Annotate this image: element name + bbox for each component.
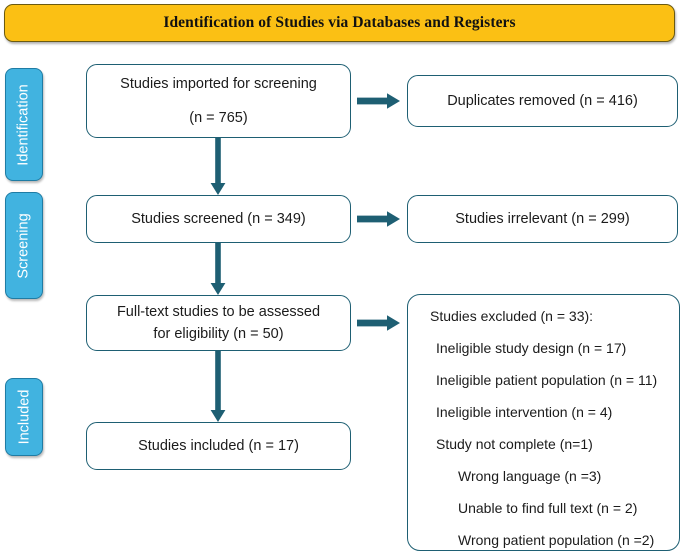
excluded-reason-6: Wrong patient population (n =2): [458, 532, 655, 548]
excluded-reason-1: Ineligible patient population (n = 11): [436, 372, 658, 388]
stage-tab-identification: Identification: [5, 68, 43, 181]
box-studies-irrelevant-line1: Studies irrelevant (n = 299): [455, 210, 630, 227]
arrow-down-icon-imported-to-screened: [207, 138, 229, 196]
box-fulltext-assessed-line1: Full-text studies to be assessed: [116, 303, 321, 320]
excluded-reason-0: Ineligible study design (n = 17): [436, 340, 627, 356]
arrow-right-icon-to-excluded: [357, 313, 401, 333]
box-studies-excluded: Studies excluded (n = 33): Ineligible st…: [407, 294, 680, 551]
excluded-reason-3: Study not complete (n=1): [436, 436, 593, 452]
excluded-heading: Studies excluded (n = 33):: [430, 308, 594, 324]
header-banner: Identification of Studies via Databases …: [4, 4, 675, 42]
excluded-reason-4: Wrong language (n =3): [458, 468, 602, 484]
excluded-reason-2: Ineligible intervention (n = 4): [436, 404, 613, 420]
arrow-right-icon-to-irrelevant: [357, 209, 401, 229]
box-studies-irrelevant: Studies irrelevant (n = 299): [407, 195, 678, 243]
stage-tab-included-label: Included: [16, 389, 33, 445]
arrow-right-icon-to-duplicates: [357, 91, 401, 111]
arrow-down-icon-screened-to-fulltext: [207, 243, 229, 296]
stage-tab-included: Included: [5, 378, 43, 456]
arrow-down-icon-fulltext-to-included: [207, 351, 229, 423]
box-fulltext-assessed-line2: for eligibility (n = 50): [153, 326, 284, 342]
box-fulltext-assessed: Full-text studies to be assessed for eli…: [86, 295, 351, 351]
box-studies-included: Studies included (n = 17): [86, 422, 351, 470]
box-duplicates-removed-line1: Duplicates removed (n = 416): [447, 92, 638, 109]
box-duplicates-removed: Duplicates removed (n = 416): [407, 75, 678, 127]
stage-tab-identification-label: Identification: [16, 83, 33, 166]
header-title: Identification of Studies via Databases …: [163, 14, 516, 31]
box-studies-imported-line1: Studies imported for screening: [120, 75, 317, 92]
box-studies-included-line1: Studies included (n = 17): [138, 437, 299, 454]
box-studies-imported-line2: (n = 765): [189, 110, 248, 126]
box-studies-imported: Studies imported for screening (n = 765): [86, 64, 351, 138]
box-studies-screened: Studies screened (n = 349): [86, 195, 351, 243]
box-studies-screened-line1: Studies screened (n = 349): [131, 210, 306, 227]
stage-tab-screening: Screening: [5, 192, 43, 299]
stage-tab-screening-label: Screening: [16, 212, 33, 279]
excluded-reason-5: Unable to find full text (n = 2): [458, 500, 638, 516]
